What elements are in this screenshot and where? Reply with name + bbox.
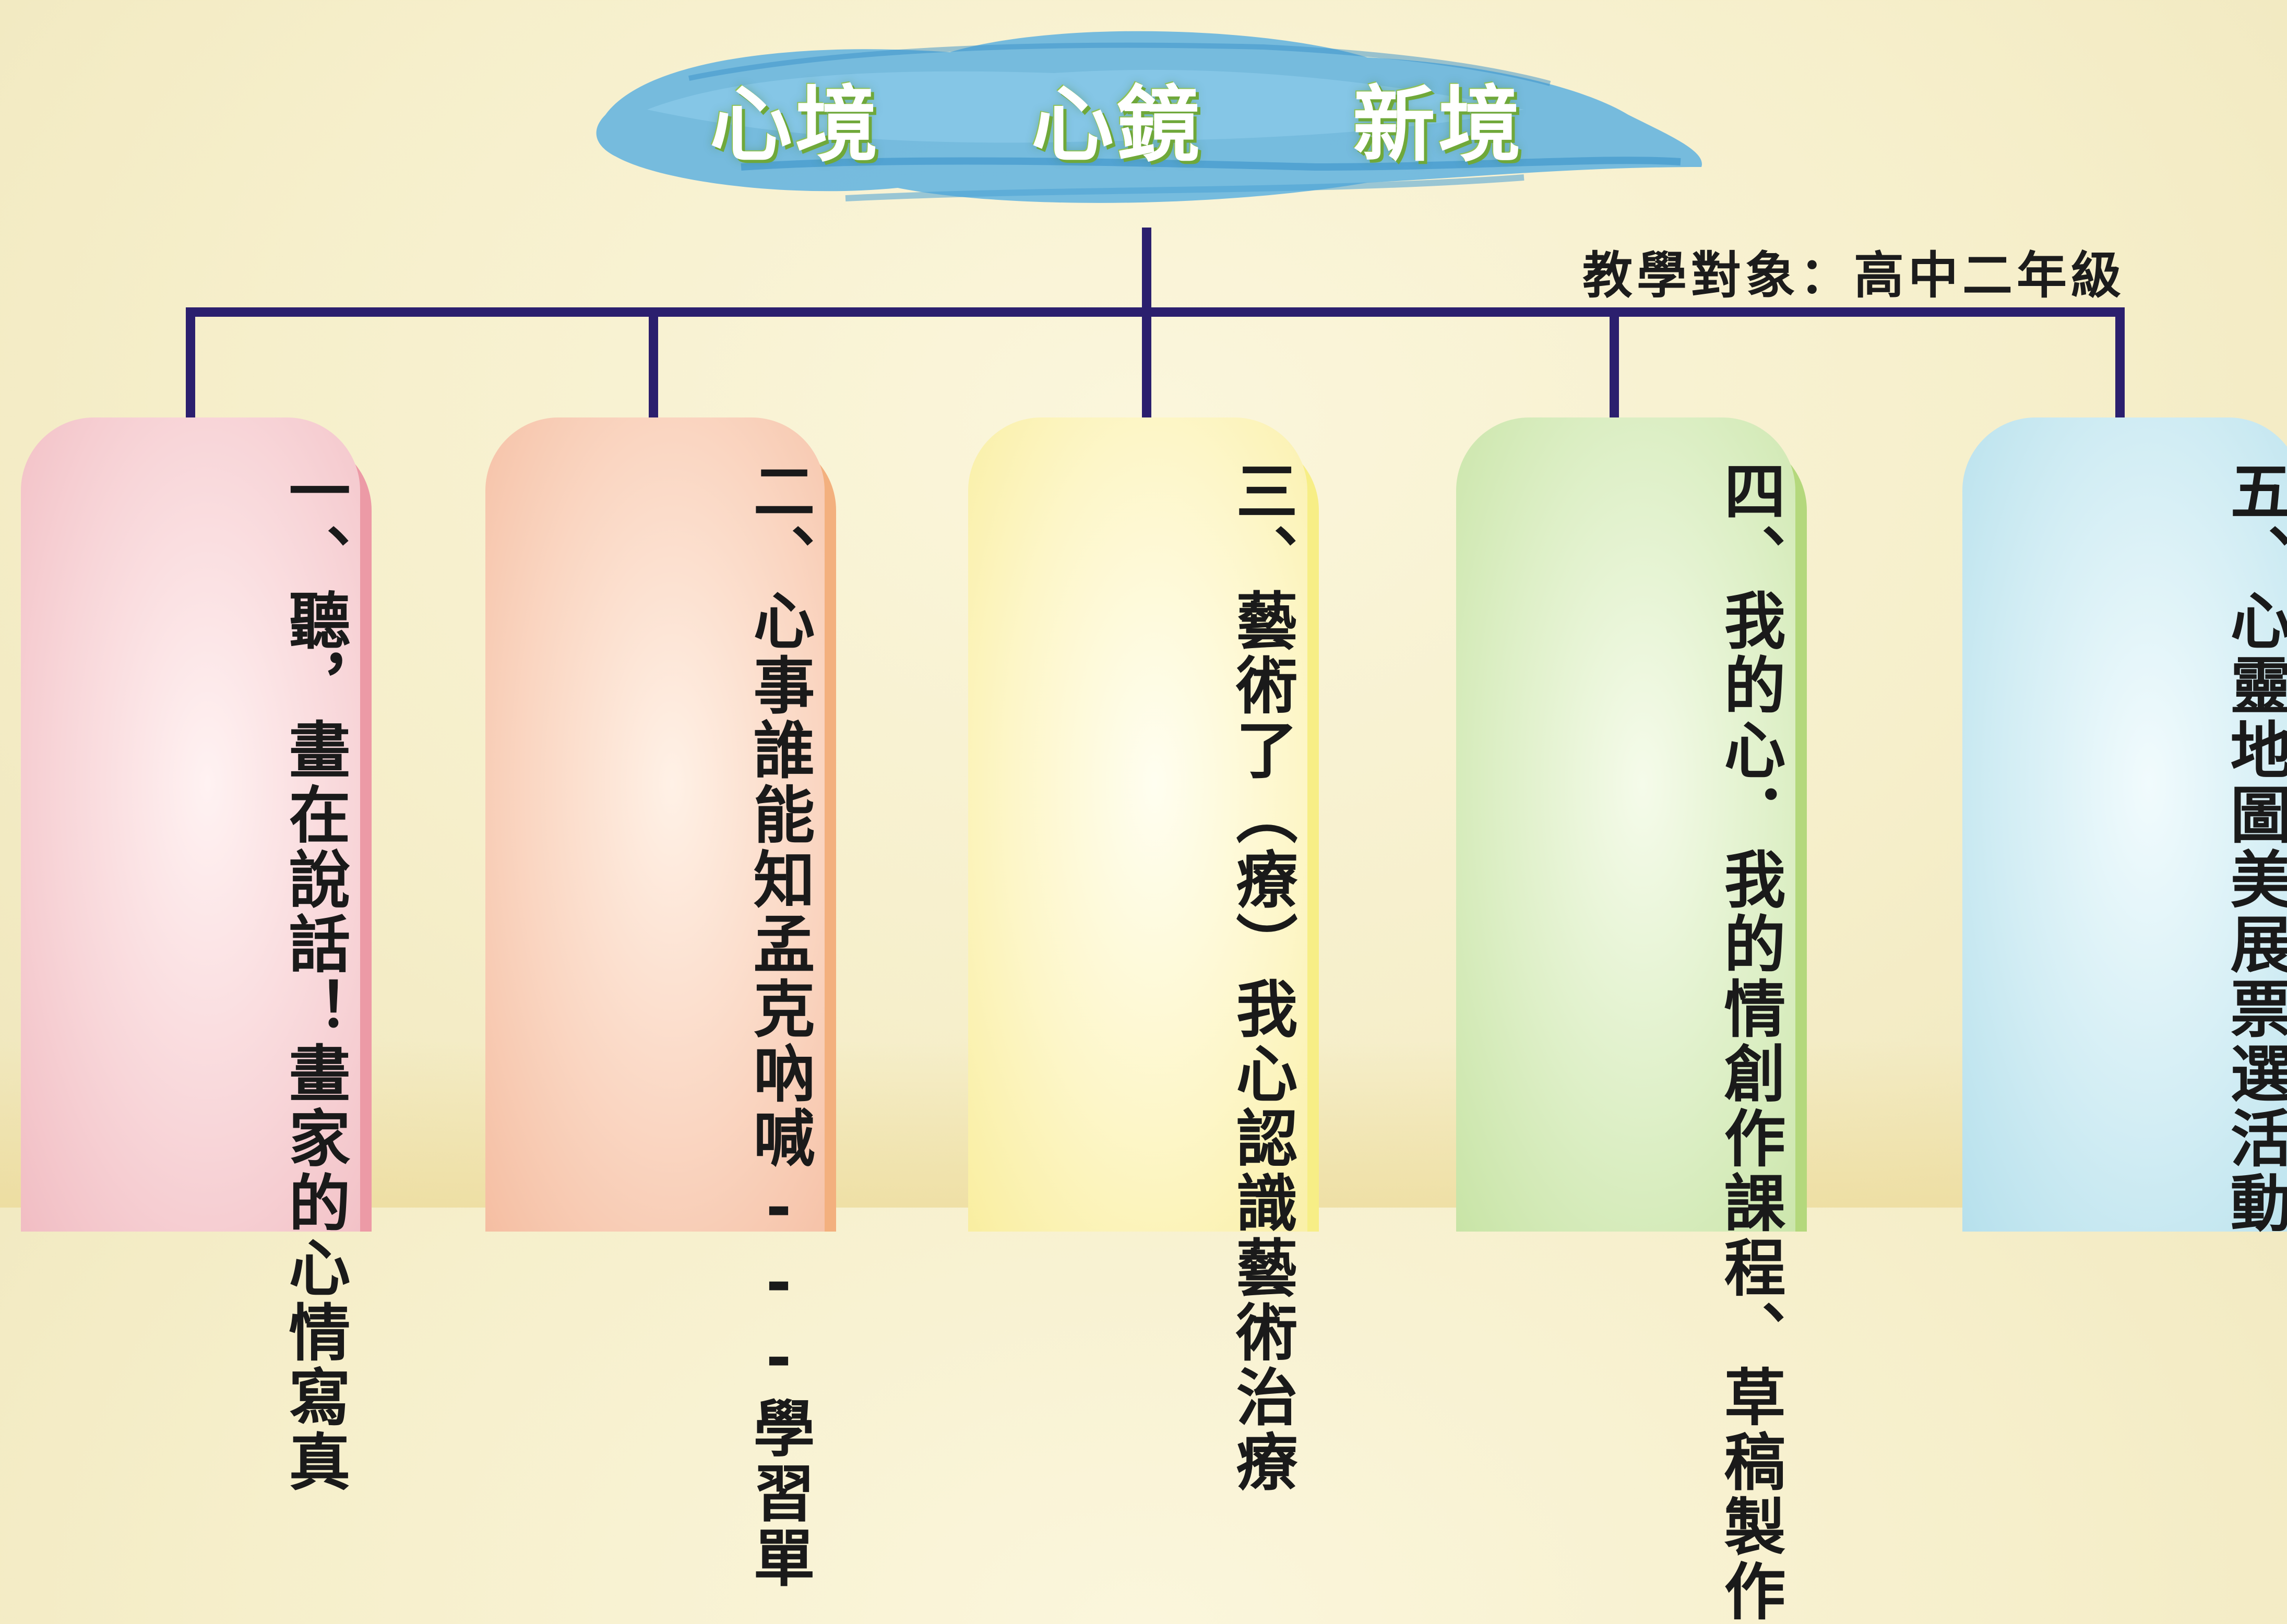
unit-card-3: 三、藝術了（療）我心 認識藝術治療	[968, 417, 1319, 1495]
card-face	[968, 417, 1307, 1232]
unit-1-title: 一、聽，畫在說話！	[278, 459, 350, 1042]
unit-5-text: 五、心靈地圖 美展票選活動	[1962, 459, 2287, 1236]
unit-3-text: 三、藝術了（療）我心 認識藝術治療	[968, 459, 1307, 1495]
card-face	[21, 417, 360, 1232]
title-word-3: 新境	[1353, 77, 1524, 173]
unit-2-subtitle: 孟克吶喊---學習單	[743, 912, 815, 1591]
connector-tree	[186, 228, 2125, 422]
main-title: 心境 心鏡 新境	[710, 65, 1524, 173]
unit-2-title: 二、心事誰能知	[743, 459, 815, 912]
card-face	[1962, 417, 2287, 1232]
title-word-1: 心境	[710, 77, 881, 173]
unit-card-2: 二、心事誰能知 孟克吶喊---學習單	[485, 417, 836, 1591]
unit-2-text: 二、心事誰能知 孟克吶喊---學習單	[485, 459, 825, 1591]
unit-3-subtitle: 認識藝術治療	[1225, 1106, 1297, 1495]
card-face	[1456, 417, 1795, 1232]
unit-card-4: 四、我的心．我的情 創作課程、草稿製作	[1456, 417, 1807, 1624]
title-word-2: 心鏡	[1031, 77, 1202, 173]
cloud-banner	[596, 31, 1702, 203]
target-audience-label: 教學對象：高中二年級	[1582, 246, 2125, 305]
card-face	[485, 417, 825, 1232]
unit-4-title: 四、我的心．我的情	[1713, 459, 1785, 1042]
unit-1-subtitle: 畫家的心情寫真	[278, 1042, 350, 1495]
unit-4-subtitle: 創作課程、草稿製作	[1713, 1042, 1785, 1624]
unit-5-subtitle: 美展票選活動	[2220, 847, 2287, 1236]
unit-4-text: 四、我的心．我的情 創作課程、草稿製作	[1456, 459, 1795, 1624]
unit-card-5: 五、心靈地圖 美展票選活動	[1962, 417, 2287, 1236]
unit-5-title: 五、心靈地圖	[2220, 459, 2287, 847]
unit-card-1: 一、聽，畫在說話！ 畫家的心情寫真	[21, 417, 372, 1495]
unit-3-title: 三、藝術了（療）我心	[1225, 459, 1297, 1106]
unit-1-text: 一、聽，畫在說話！ 畫家的心情寫真	[21, 459, 360, 1495]
